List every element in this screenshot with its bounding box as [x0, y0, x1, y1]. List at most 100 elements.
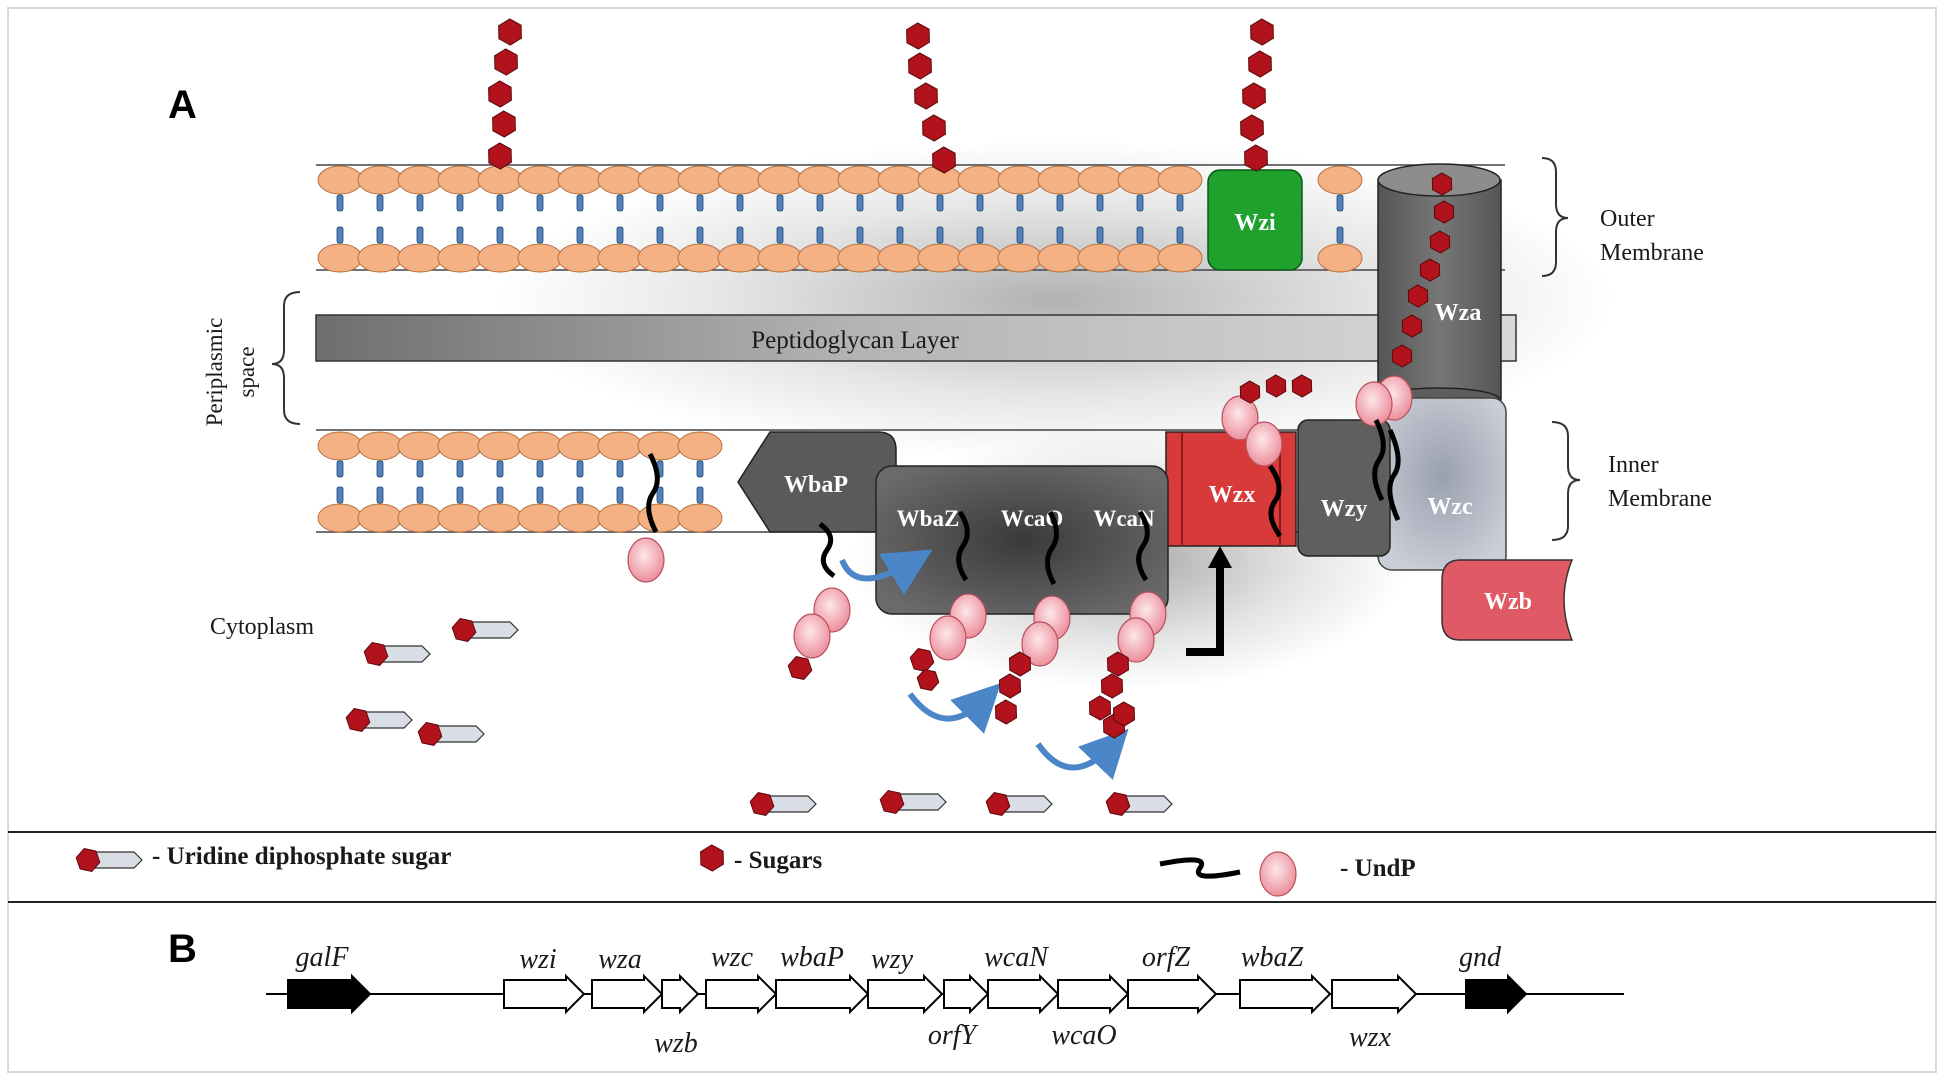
gene-arrow — [1239, 973, 1332, 1015]
sugar-icon — [451, 618, 477, 642]
gene-label-wbap: wbaP — [780, 942, 844, 973]
lipid-tail — [336, 226, 344, 244]
cytoplasm-label: Cytoplasm — [210, 614, 314, 640]
lipid-tail — [576, 460, 584, 478]
udp-icon — [897, 793, 947, 811]
outer-membrane-label-1: Outer — [1600, 206, 1655, 232]
gene-label-wzx: wzx — [1349, 1022, 1392, 1053]
sugar-icon — [1433, 200, 1455, 224]
udp-icon — [1003, 795, 1053, 813]
udp-icon — [469, 621, 519, 639]
lipid-tail — [376, 460, 384, 478]
gene-arrow — [591, 973, 664, 1015]
gene-label-wzc: wzc — [711, 942, 754, 973]
gene-arrow — [1331, 973, 1418, 1015]
lipid-tail — [496, 194, 504, 212]
sugar-icon — [492, 110, 516, 138]
outer-membrane-label-2: Membrane — [1600, 240, 1704, 266]
lipid-tail — [376, 194, 384, 212]
sugar-icon — [1088, 695, 1112, 721]
lipid-head — [917, 243, 963, 273]
lipid-head — [357, 431, 403, 461]
sugar-icon — [994, 699, 1018, 725]
lipid-head — [437, 165, 483, 195]
lipid-head — [1317, 243, 1363, 273]
wzi-label: Wzi — [1234, 210, 1276, 236]
lipid-head — [957, 243, 1003, 273]
lipid-tail — [536, 226, 544, 244]
lipid-head — [677, 431, 723, 461]
lipid-tail — [416, 226, 424, 244]
undp-head-icon — [1355, 381, 1393, 427]
lipid-head — [517, 243, 563, 273]
gene-arrow — [661, 973, 700, 1015]
periplasmic-label-1: Periplasmic — [202, 318, 227, 427]
wzb-protein: Wzb — [1441, 559, 1574, 641]
sugar-icon — [879, 790, 905, 814]
undp-tail-icon — [1159, 857, 1241, 879]
legend-undp-text: - UndP — [1340, 855, 1416, 882]
lipid-layer — [317, 165, 1363, 533]
lipid-tail — [376, 226, 384, 244]
gene-arrow — [1465, 973, 1528, 1015]
udp-icon — [767, 795, 817, 813]
lipid-tail — [656, 226, 664, 244]
gene-label-wzi: wzi — [519, 944, 556, 975]
lipid-tail — [416, 486, 424, 504]
gene-label-wzy: wzy — [871, 944, 914, 975]
lipid-head — [397, 165, 443, 195]
lipid-tail — [496, 486, 504, 504]
sugar-icon — [498, 18, 522, 46]
lipid-head — [357, 243, 403, 273]
panel-label-b: B — [168, 927, 197, 971]
lipid-head — [637, 243, 683, 273]
lipid-head — [1077, 165, 1123, 195]
lipid-head — [757, 243, 803, 273]
wza-channel: Wza — [1377, 163, 1502, 413]
lipid-head — [357, 165, 403, 195]
undp-tail-icon — [1136, 510, 1150, 582]
lipid-head — [437, 503, 483, 533]
sugar-icon — [787, 656, 813, 680]
lipid-tail — [736, 194, 744, 212]
lipid-tail — [1056, 226, 1064, 244]
lipid-tail — [616, 486, 624, 504]
undp-tail-icon — [1372, 418, 1386, 502]
lipid-tail — [1176, 194, 1184, 212]
lipid-head — [477, 243, 523, 273]
gene-arrow — [867, 973, 944, 1015]
gene-arrow — [287, 973, 372, 1015]
lipid-tail — [976, 194, 984, 212]
lipid-head — [1077, 243, 1123, 273]
wzc-label: Wzc — [1427, 494, 1473, 520]
lipid-tail — [1336, 194, 1344, 212]
legend-udp-sugar-text: - Uridine diphosphate sugar — [152, 843, 451, 870]
lipid-tail — [336, 460, 344, 478]
lipid-head — [1317, 165, 1363, 195]
gene-arrow — [943, 973, 990, 1015]
lipid-tail — [456, 226, 464, 244]
undp-head-icon — [627, 537, 665, 583]
lipid-head — [637, 431, 683, 461]
panel-label-a: A — [168, 83, 197, 127]
lipid-head — [437, 243, 483, 273]
udp-icon — [381, 645, 431, 663]
udp-icon — [435, 725, 485, 743]
sugar-icon — [1112, 701, 1136, 727]
lipid-head — [1037, 165, 1083, 195]
gene-label-orfz: orfZ — [1142, 942, 1191, 973]
lipid-head — [717, 243, 763, 273]
lipid-head — [1037, 243, 1083, 273]
gene-label-gnd: gnd — [1459, 942, 1502, 973]
sugar-icon — [906, 22, 930, 50]
glyph-layer — [345, 18, 1455, 816]
figure-frame — [7, 7, 1937, 1073]
periplasm-brace — [271, 291, 301, 425]
sugar-icon — [1242, 82, 1266, 110]
lipid-head — [517, 503, 563, 533]
lipid-tail — [616, 194, 624, 212]
sugar-icon — [1248, 50, 1272, 78]
sugar-icon — [75, 848, 101, 872]
sugar-icon — [363, 642, 389, 666]
undp-head-icon — [1245, 421, 1283, 467]
